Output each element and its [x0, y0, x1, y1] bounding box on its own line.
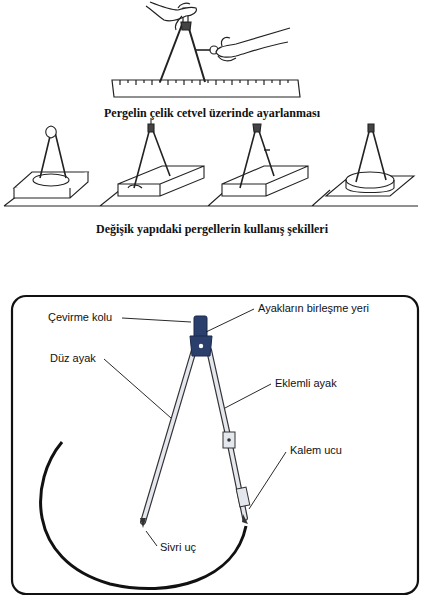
- leader-lines: [104, 309, 286, 546]
- junction-pin: [199, 344, 203, 348]
- use-1: [14, 126, 88, 198]
- use-3: [222, 124, 308, 196]
- caption: Pergelin çelik cetvel üzerinde ayarlanma…: [0, 106, 424, 121]
- pen-holder: [236, 487, 250, 507]
- steel-ruler: [112, 80, 300, 97]
- right-fingers: [218, 37, 236, 60]
- compass-legs: [160, 22, 205, 82]
- left-hand: [146, 2, 196, 21]
- left-fingers: [175, 3, 190, 30]
- part-label: Ayakların birleşme yeri: [258, 302, 369, 314]
- use-2: [118, 118, 204, 196]
- part-label: Sivri uç: [160, 541, 196, 553]
- use-4: [326, 124, 414, 196]
- straight-leg-outline: [143, 350, 194, 522]
- compass-uses: [4, 118, 418, 206]
- caption: Değişik yapıdaki pergellerin kullanış şe…: [0, 222, 424, 237]
- part-label: Eklemli ayak: [275, 377, 337, 389]
- part-label: Kalem ucu: [290, 444, 342, 456]
- leg-joint: [223, 432, 235, 448]
- needle-point: [140, 518, 146, 528]
- leg-junction: [190, 336, 212, 356]
- straight-leg: [143, 350, 194, 522]
- joint-screw: [227, 438, 231, 442]
- compass-figure: [140, 316, 250, 528]
- part-label: Düz ayak: [50, 352, 96, 364]
- right-hand: [216, 28, 290, 57]
- turning-handle: [194, 316, 207, 338]
- part-label: Çevirme kolu: [48, 311, 112, 323]
- compass-head: [181, 22, 191, 30]
- ruler-illustration: [112, 2, 300, 97]
- panel-frame: [12, 296, 418, 594]
- pen-point: [242, 514, 248, 524]
